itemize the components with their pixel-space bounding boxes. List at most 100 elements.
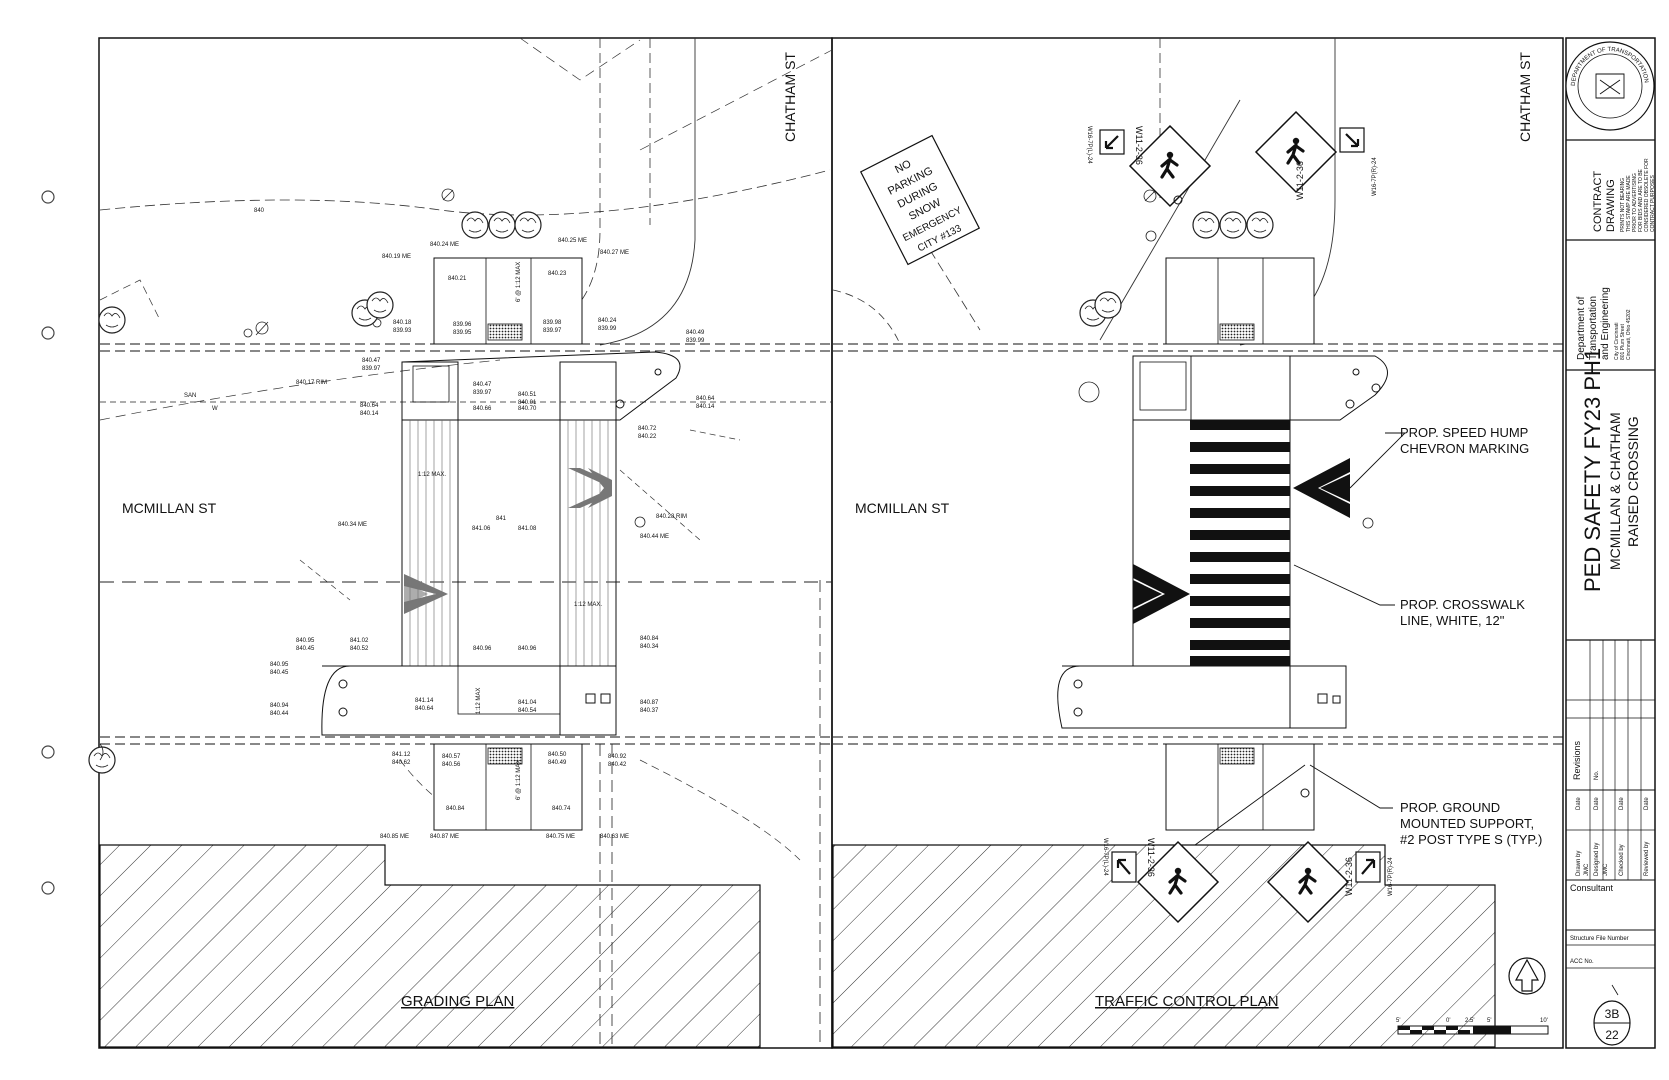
svg-text:840.63 ME: 840.63 ME [600, 834, 629, 840]
svg-text:840.70: 840.70 [518, 406, 537, 412]
svg-text:840.64: 840.64 [696, 396, 715, 402]
svg-text:W11-2-36: W11-2-36 [1295, 161, 1305, 200]
callout-speed-hump: PROP. SPEED HUMP CHEVRON MARKING [1400, 425, 1529, 456]
grading-utility-labels: SAN W 840.17 RIM 840.28 RIM [184, 380, 687, 520]
seal-text: DEPARTMENT OF TRANSPORTATION AND ENGINEE… [0, 0, 1649, 86]
svg-text:MCMILLAN & CHATHAM: MCMILLAN & CHATHAM [1607, 412, 1623, 570]
project-title-block: PED SAFETY FY23 PH1 MCMILLAN & CHATHAM R… [1580, 348, 1641, 592]
svg-text:839.99: 839.99 [686, 338, 705, 344]
svg-text:LINE, WHITE, 12": LINE, WHITE, 12" [1400, 613, 1505, 628]
svg-text:839.97: 839.97 [543, 328, 562, 334]
svg-text:W16-7P(R)-24: W16-7P(R)-24 [1372, 157, 1378, 196]
svg-text:840.21: 840.21 [448, 276, 467, 282]
svg-text:Designed by: Designed by [1594, 843, 1600, 876]
svg-text:840.64: 840.64 [415, 706, 434, 712]
svg-text:840.01: 840.01 [518, 400, 537, 406]
svg-text:840.22: 840.22 [638, 434, 657, 440]
svg-text:FOR BIDS AND ARE TO BE: FOR BIDS AND ARE TO BE [1638, 168, 1644, 232]
svg-text:840.17 RIM: 840.17 RIM [296, 380, 327, 386]
svg-text:840.74: 840.74 [552, 806, 571, 812]
svg-text:840.84: 840.84 [640, 636, 659, 642]
binder-holes [41, 190, 55, 895]
svg-text:840.37: 840.37 [640, 708, 659, 714]
traffic-control-plan [832, 38, 1563, 1048]
title-block [1565, 41, 1655, 1046]
svg-text:840.95: 840.95 [270, 662, 289, 668]
contract-drawing: CONTRACT DRAWING PRINTS NOT BEARING THIS… [1592, 158, 1656, 232]
svg-text:839.93: 839.93 [393, 328, 412, 334]
svg-text:840.24: 840.24 [598, 318, 617, 324]
svg-text:#2 POST TYPE S (TYP.): #2 POST TYPE S (TYP.) [1400, 832, 1542, 847]
svg-text:840.18: 840.18 [393, 320, 412, 326]
svg-text:No.: No. [1594, 770, 1600, 780]
grading-elevations: 840.24 ME 840.25 ME 840.19 ME 840.27 ME … [254, 208, 715, 840]
svg-text:W16-7P(L)-24: W16-7P(L)-24 [1086, 126, 1092, 164]
svg-text:840.66: 840.66 [473, 406, 492, 412]
svg-text:W11-2-36: W11-2-36 [1344, 857, 1354, 896]
svg-text:841.14: 841.14 [415, 698, 434, 704]
svg-text:840.92: 840.92 [608, 754, 627, 760]
svg-text:W: W [212, 406, 218, 412]
sign-codes: W11-2-36 W16-7P(L)-24 W11-2-36 W16-7P(R)… [1086, 126, 1394, 896]
svg-text:839.95: 839.95 [453, 330, 472, 336]
svg-text:W16-7P(L)-24: W16-7P(L)-24 [1102, 838, 1108, 876]
department-block: Department of Transportation and Enginee… [1576, 287, 1632, 360]
svg-text:10': 10' [1540, 1018, 1548, 1024]
svg-text:840.14: 840.14 [696, 404, 715, 410]
svg-text:840.64: 840.64 [360, 403, 379, 409]
svg-text:841.04: 841.04 [518, 700, 537, 706]
svg-text:W11-2-36: W11-2-36 [1146, 838, 1156, 877]
svg-text:841: 841 [496, 516, 507, 522]
svg-text:840.84: 840.84 [446, 806, 465, 812]
svg-text:DRAWING: DRAWING [1605, 179, 1617, 232]
svg-text:841.06: 841.06 [472, 526, 491, 532]
svg-text:840.95: 840.95 [296, 638, 315, 644]
grading-chatham-st: CHATHAM ST [782, 52, 798, 142]
svg-text:840.19 ME: 840.19 ME [382, 254, 411, 260]
svg-text:1:12 MAX: 1:12 MAX [476, 688, 482, 714]
svg-text:801 Plum Street: 801 Plum Street [1620, 324, 1626, 360]
svg-text:840.27 ME: 840.27 ME [600, 250, 629, 256]
svg-text:0': 0' [1446, 1018, 1450, 1024]
svg-text:City of Cincinnati: City of Cincinnati [1614, 322, 1620, 360]
svg-text:6' @ 1:12 MAX: 6' @ 1:12 MAX [516, 760, 522, 800]
svg-text:Cincinnati, Ohio 45202: Cincinnati, Ohio 45202 [1626, 309, 1632, 360]
svg-text:840.85 ME: 840.85 ME [380, 834, 409, 840]
svg-text:840.14: 840.14 [360, 411, 379, 417]
callout-crosswalk: PROP. CROSSWALK LINE, WHITE, 12" [1400, 597, 1525, 628]
svg-text:840.42: 840.42 [608, 762, 627, 768]
svg-text:5': 5' [1396, 1018, 1400, 1024]
svg-text:DEPARTMENT OF TRANSPORTATION A: DEPARTMENT OF TRANSPORTATION AND ENGINEE… [0, 0, 1649, 86]
svg-text:W11-2-36: W11-2-36 [1134, 126, 1144, 165]
svg-text:PROP. GROUND: PROP. GROUND [1400, 800, 1500, 815]
svg-text:840.87 ME: 840.87 ME [430, 834, 459, 840]
svg-text:840.52: 840.52 [350, 646, 369, 652]
svg-text:RAISED CROSSING: RAISED CROSSING [1625, 416, 1641, 547]
svg-text:839.97: 839.97 [362, 366, 381, 372]
svg-text:840.62: 840.62 [392, 760, 411, 766]
svg-text:840.44: 840.44 [270, 711, 289, 717]
svg-text:SAN: SAN [184, 393, 196, 399]
svg-text:and Engineering: and Engineering [1600, 287, 1611, 360]
svg-text:840.28 RIM: 840.28 RIM [656, 514, 687, 520]
traffic-plan-title: TRAFFIC CONTROL PLAN [1095, 993, 1279, 1010]
svg-text:MOUNTED SUPPORT,: MOUNTED SUPPORT, [1400, 816, 1534, 831]
callout-ground-support: PROP. GROUND MOUNTED SUPPORT, #2 POST TY… [1400, 800, 1542, 847]
sheet-total: 22 [1605, 1028, 1619, 1042]
svg-text:CHEVRON MARKING: CHEVRON MARKING [1400, 441, 1529, 456]
svg-text:Date: Date [1576, 797, 1582, 810]
svg-text:840.96: 840.96 [518, 646, 537, 652]
svg-text:CONSIDERED OBSOLETE FOR: CONSIDERED OBSOLETE FOR [1644, 158, 1650, 232]
svg-text:6' @ 1:12 MAX: 6' @ 1:12 MAX [516, 262, 522, 302]
svg-text:CONTRACT PURPOSES: CONTRACT PURPOSES [1650, 174, 1656, 232]
traffic-mcmillan-st: MCMILLAN ST [855, 500, 950, 516]
svg-text:840.57: 840.57 [442, 754, 461, 760]
svg-text:840.72: 840.72 [638, 426, 657, 432]
svg-text:840.49: 840.49 [686, 330, 705, 336]
svg-text:840.47: 840.47 [362, 358, 381, 364]
svg-text:840.45: 840.45 [296, 646, 315, 652]
svg-text:1:12 MAX.: 1:12 MAX. [574, 602, 602, 608]
svg-text:1:12 MAX.: 1:12 MAX. [418, 472, 446, 478]
acc-label: ACC No. [1570, 959, 1594, 965]
